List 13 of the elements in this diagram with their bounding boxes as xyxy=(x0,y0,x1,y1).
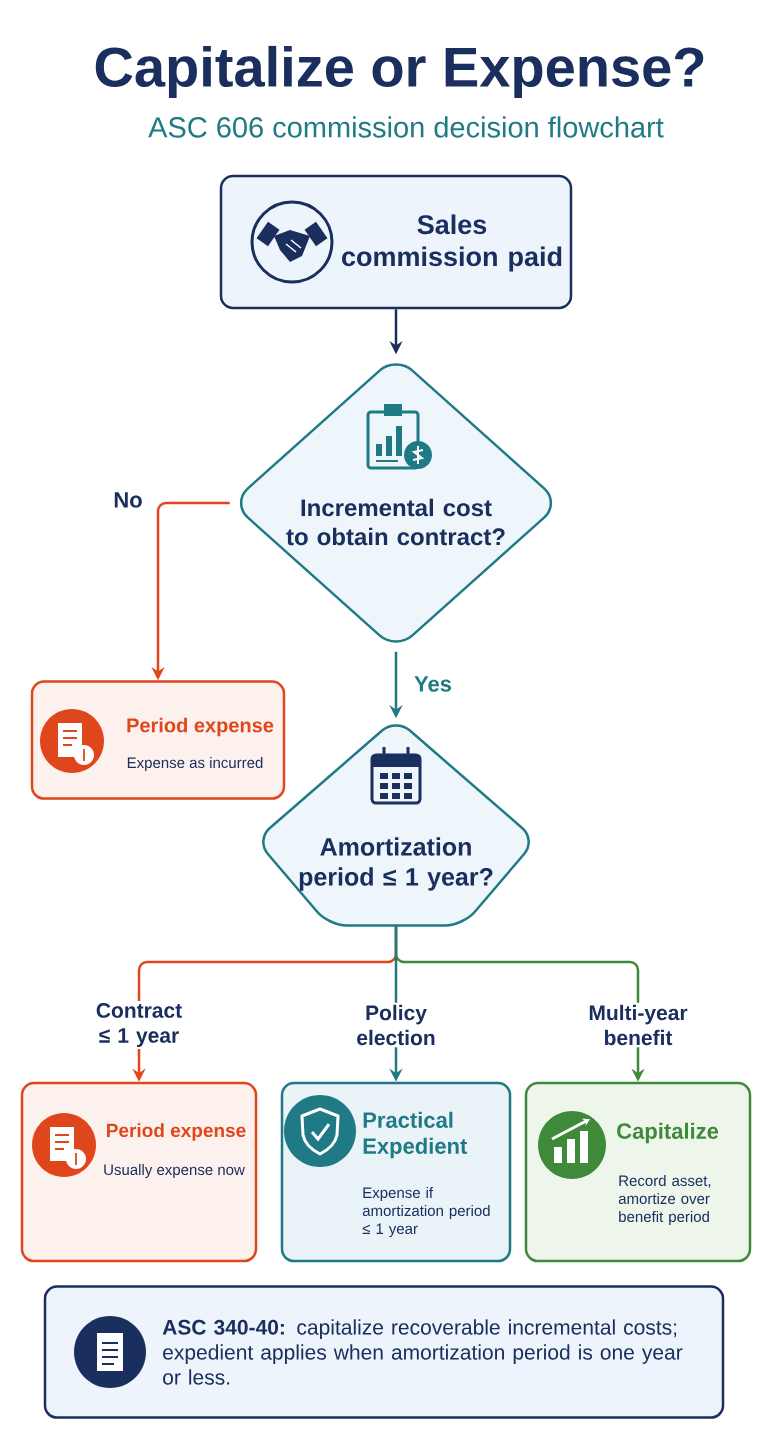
title: Capitalize or Expense? xyxy=(95,45,704,99)
edge-label: Policy election xyxy=(345,1002,447,1048)
start-box: Sales commission paid xyxy=(219,174,573,310)
outcome-box: Period expense Expense as incurred xyxy=(30,680,286,800)
edge-label: Multi-year benefit xyxy=(583,1002,693,1048)
note-box: ASC 340-40: capitalize recoverable incremental costs; expedient applies when amortization period is one year or less. xyxy=(43,1285,725,1419)
edge-label: Contract ≤ 1 year xyxy=(84,1001,194,1049)
edge-label: No xyxy=(111,490,145,510)
subtitle: ASC 606 commission decision flowchart xyxy=(148,116,664,138)
outcome-box: Practical Expedient Expense if amortization period ≤ 1 year xyxy=(280,1081,512,1263)
outcome-box: Period expense Usually expense now xyxy=(20,1081,258,1263)
outcome-box: Capitalize Record asset, amortize over benefit period xyxy=(524,1081,752,1263)
edge-label: Yes xyxy=(412,674,454,694)
